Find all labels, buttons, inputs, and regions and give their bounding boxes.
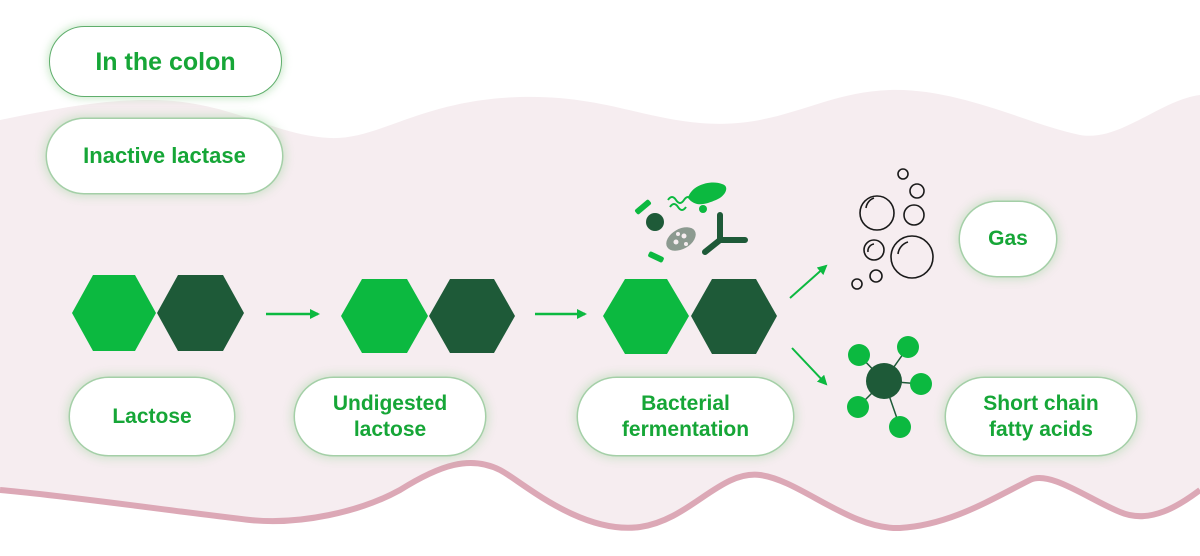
output-label-gas: Gas (960, 202, 1056, 276)
step-label-undigested-lactose: Undigested lactose (295, 378, 485, 455)
output-label-fatty-acids: Short chain fatty acids (946, 378, 1136, 455)
step-label-bacterial-fermentation: Bacterial fermentation (578, 378, 793, 455)
condition-label: Inactive lactase (47, 119, 282, 193)
location-title-text: In the colon (95, 47, 236, 76)
step-label-lactose: Lactose (70, 378, 234, 455)
condition-label-text: Inactive lactase (83, 143, 246, 168)
colon-wall-border (0, 460, 1200, 532)
location-title: In the colon (49, 26, 282, 97)
